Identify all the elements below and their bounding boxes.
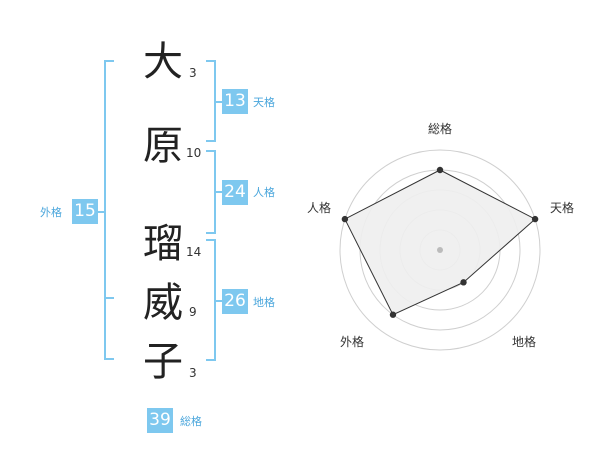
stroke-count-2: 10 — [186, 146, 202, 160]
radar-label-tenkaku: 天格 — [550, 201, 575, 215]
tenkaku-label: 天格 — [253, 96, 275, 109]
name-char-2: 原 — [143, 123, 183, 169]
gaikaku-bracket — [104, 60, 114, 360]
stroke-count-4: 9 — [189, 305, 197, 319]
radar-label-chikaku: 地格 — [512, 335, 537, 349]
name-char-5: 子 — [143, 339, 183, 385]
chikaku-value-badge: 26 — [222, 289, 248, 314]
radar-point-4 — [389, 311, 397, 318]
gaikaku-bracket-tick — [95, 211, 105, 213]
jinkaku-bracket — [206, 150, 216, 234]
chikaku-bracket-tick — [216, 300, 222, 302]
radar-point-5 — [341, 215, 349, 223]
gaikaku-label: 外格 — [40, 206, 62, 219]
name-char-4: 威 — [143, 280, 183, 326]
soukaku-label: 総格 — [180, 415, 202, 428]
stroke-count-5: 3 — [189, 366, 197, 380]
name-char-3: 瑠 — [143, 221, 183, 267]
radar-point-2 — [531, 215, 539, 223]
chikaku-label: 地格 — [253, 296, 275, 309]
tenkaku-bracket — [206, 60, 216, 142]
jinkaku-bracket-tick — [216, 191, 222, 193]
soukaku-value-badge: 39 — [147, 408, 173, 433]
tenkaku-value-badge: 13 — [222, 89, 248, 114]
radar-label-soukaku: 総格 — [428, 122, 453, 136]
chikaku-bracket — [206, 239, 216, 361]
radar-label-gaikaku: 外格 — [340, 335, 365, 349]
radar-center-dot — [437, 247, 443, 253]
name-char-1: 大 — [143, 39, 183, 85]
stroke-count-3: 14 — [186, 245, 202, 259]
jinkaku-label: 人格 — [253, 186, 275, 199]
radar-label-jinkaku: 人格 — [307, 201, 332, 215]
radar-data-area — [344, 169, 536, 316]
gaikaku-value-badge: 15 — [72, 199, 98, 224]
jinkaku-value-badge: 24 — [222, 180, 248, 205]
radar-point-1 — [436, 166, 444, 174]
tenkaku-bracket-tick — [216, 101, 222, 103]
stroke-count-1: 3 — [189, 66, 197, 80]
radar-point-3 — [460, 279, 467, 286]
gaikaku-bracket-mid — [104, 297, 114, 299]
